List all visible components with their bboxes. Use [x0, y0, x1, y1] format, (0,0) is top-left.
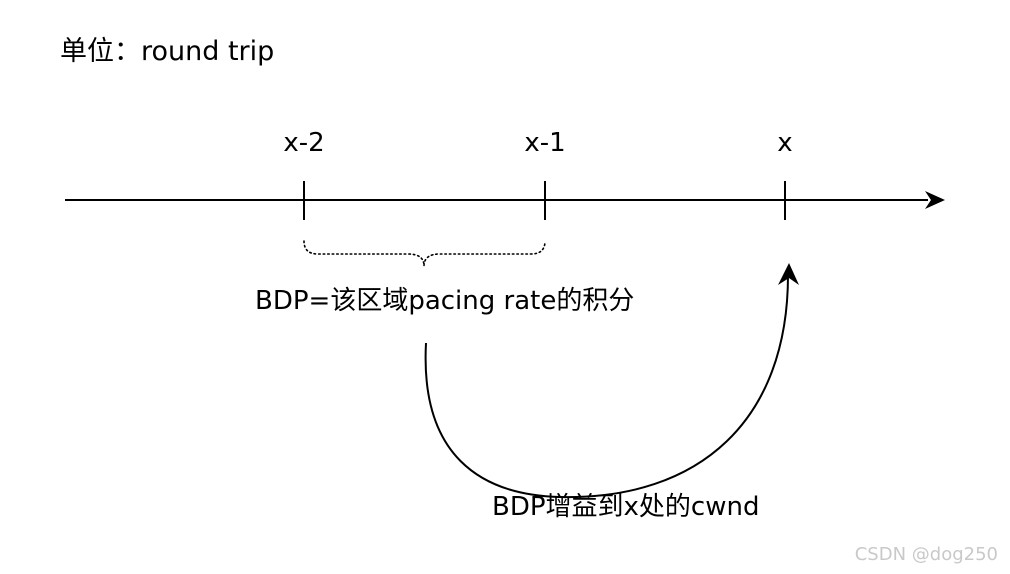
tick-label-x-2: x-2 [283, 128, 325, 158]
unit-label: 单位：round trip [60, 36, 275, 67]
tick-label-x-1: x-1 [524, 128, 566, 158]
gain-curve-arrow [424, 274, 789, 499]
bdp-gain-label: BDP增益到x处的cwnd [492, 492, 760, 522]
watermark: CSDN @dog250 [854, 544, 998, 565]
interval-brace [303, 240, 546, 267]
axis-arrowhead [925, 191, 945, 209]
tick-label-x: x [777, 128, 793, 158]
gain-curve-arrowhead [778, 263, 799, 285]
bdp-integral-label: BDP=该区域pacing rate的积分 [255, 286, 635, 316]
